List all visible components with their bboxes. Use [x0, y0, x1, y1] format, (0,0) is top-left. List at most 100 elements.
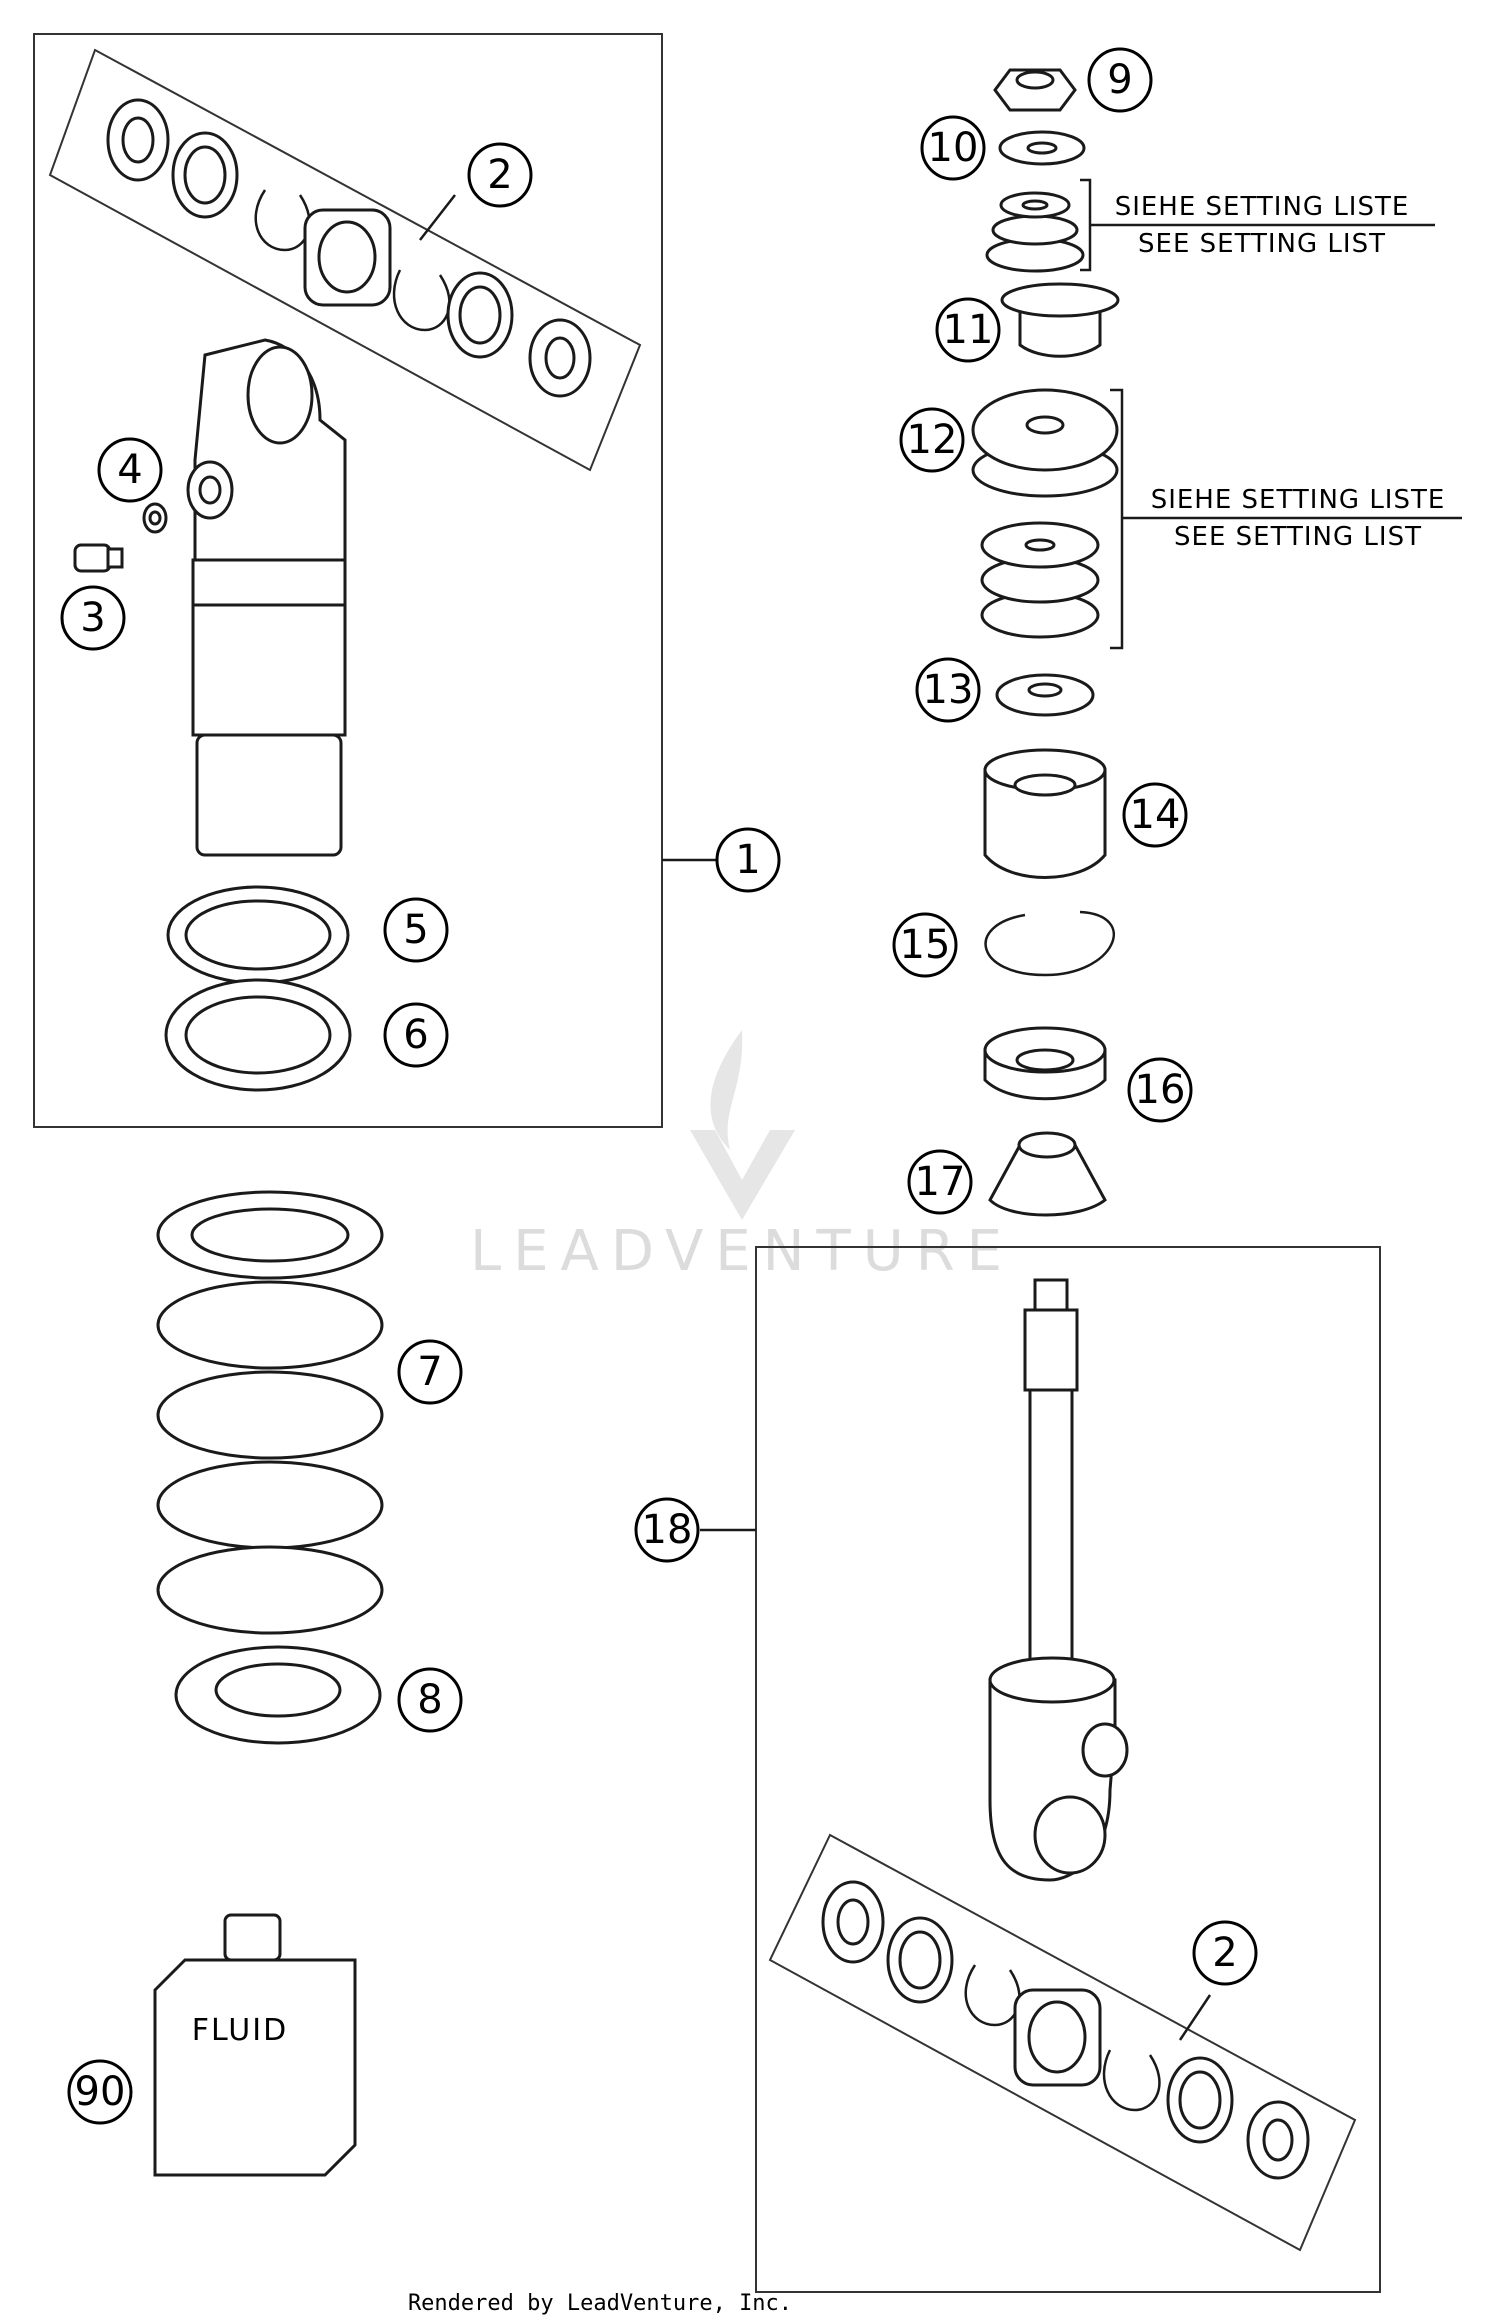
callout-13: 13: [915, 657, 981, 723]
shock-assembly-box: [33, 33, 663, 1128]
callout-17: 17: [907, 1149, 973, 1215]
svg-text:7: 7: [417, 1349, 442, 1395]
svg-text:12: 12: [907, 417, 958, 463]
adjuster-washer: [142, 502, 168, 534]
piston-band-top: [1000, 282, 1120, 318]
spring-retainer: [174, 1645, 382, 1745]
shim-stack-top-2: [991, 214, 1079, 246]
bearing-washer-right-hole: [458, 285, 502, 345]
watermark-flame-logo: [690, 1030, 795, 1220]
callout-2a: 2: [467, 142, 533, 208]
svg-text:6: 6: [403, 1012, 428, 1058]
shock-body-upper: [191, 603, 347, 737]
bearing-washer-left-hole: [183, 145, 227, 205]
rod-nut: [993, 68, 1077, 112]
callout-90: 90: [67, 2059, 133, 2125]
callout-1: 1: [715, 827, 781, 893]
damper-rod-side-boss: [1081, 1722, 1129, 1778]
bump-rubber-top: [1017, 1131, 1077, 1159]
spring-coil-1-inner: [190, 1207, 350, 1263]
spring-coil-3: [156, 1370, 384, 1460]
callout-11: 11: [935, 297, 1001, 363]
callout-12: 12: [899, 407, 965, 473]
shock-reservoir-top: [191, 558, 347, 607]
lower-bearing-seal-right-hole: [1262, 2118, 1294, 2162]
svg-text:14: 14: [1130, 792, 1181, 838]
callout-6: 6: [383, 1002, 449, 1068]
bearing-seal-left-hole: [121, 116, 155, 164]
svg-text:1: 1: [735, 837, 760, 883]
callout-18: 18: [634, 1497, 700, 1563]
svg-text:15: 15: [900, 922, 951, 968]
lower-bearing-seal-left-hole: [836, 1898, 870, 1946]
rod-nut-hole: [1015, 70, 1055, 90]
spring-coil-5: [156, 1545, 384, 1635]
adjuster-screw-shaft: [106, 547, 124, 569]
svg-text:13: 13: [923, 667, 974, 713]
shock-spring: [156, 1190, 384, 1635]
damper-rod-tip: [1033, 1278, 1069, 1312]
shock-body-lower: [195, 733, 343, 857]
fluid-bottle: FLUID: [153, 1913, 357, 2177]
svg-text:4: 4: [117, 447, 142, 493]
lock-ring: [164, 978, 352, 1092]
damper-rod-shaft: [1028, 1388, 1074, 1682]
callout-14: 14: [1122, 782, 1188, 848]
callout-8: 8: [397, 1667, 463, 1733]
preload-ring: [166, 885, 350, 985]
fluid-bottle-body: [153, 1958, 357, 2177]
setting-list-bracket-bottom: SIEHE SETTING LISTE SEE SETTING LIST: [1110, 388, 1462, 650]
damper-rod-eye: [1033, 1795, 1107, 1875]
upper-bearing-kit-frame: [48, 48, 642, 472]
damper-rod: [988, 1278, 1129, 1882]
svg-text:2: 2: [1212, 1930, 1237, 1976]
callout-2a-leader: [419, 194, 456, 241]
damper-rod-clevis-top: [988, 1656, 1116, 1704]
svg-text:10: 10: [928, 125, 979, 171]
callout-15: 15: [892, 912, 958, 978]
seal-head-circlip: [984, 910, 1115, 977]
spherical-bearing-inner: [317, 220, 377, 294]
lower-spherical-bearing-inner: [1027, 2000, 1087, 2074]
setting-list-bottom-en: SEE SETTING LIST: [1174, 522, 1422, 552]
svg-text:8: 8: [417, 1677, 442, 1723]
footer-credit: Rendered by LeadVenture, Inc.: [408, 2291, 792, 2316]
svg-text:3: 3: [80, 595, 105, 641]
svg-text:17: 17: [915, 1159, 966, 1205]
spring-coil-4: [156, 1460, 384, 1550]
piston-center-hole: [1025, 415, 1065, 435]
lower-circlip-left: [964, 1964, 1021, 2027]
callout-9: 9: [1087, 47, 1153, 113]
spring-retainer-inner: [214, 1662, 342, 1718]
callout-2b-leader: [1178, 1994, 1212, 2041]
shock-body: [186, 338, 347, 857]
callout-3: 3: [60, 585, 126, 651]
setting-list-top-de: SIEHE SETTING LISTE: [1115, 192, 1410, 222]
watermark-text: LEADVENTURE: [470, 1219, 1014, 1284]
bump-cup-bore: [1015, 1048, 1075, 1072]
callout-16: 16: [1127, 1057, 1193, 1123]
preload-ring-inner: [184, 899, 332, 971]
fluid-label: FLUID: [192, 2013, 288, 2048]
upper-bearing-kit: [48, 48, 642, 472]
svg-text:2: 2: [487, 152, 512, 198]
svg-text:18: 18: [642, 1507, 693, 1553]
svg-text:5: 5: [403, 907, 428, 953]
bump-rubber: [988, 1143, 1107, 1217]
setting-list-bottom-de: SIEHE SETTING LISTE: [1151, 485, 1446, 515]
rod-washer-hole: [1026, 141, 1058, 155]
lower-circlip-right: [1102, 2049, 1161, 2112]
stop-washer-hole: [1027, 682, 1063, 698]
svg-text:11: 11: [943, 307, 994, 353]
callout-10: 10: [920, 115, 986, 181]
shim-stack-top-hole: [1021, 199, 1049, 211]
bearing-seal-right-hole: [544, 336, 576, 380]
spring-coil-2: [156, 1280, 384, 1370]
adjuster-washer-hole: [148, 510, 162, 526]
adjuster-screw: [73, 543, 124, 573]
seal-head: [983, 768, 1107, 879]
circlip-left: [254, 189, 311, 252]
lower-bearing-kit: [768, 1833, 1357, 2252]
leadventure-watermark: LEADVENTURE: [470, 1030, 1014, 1284]
